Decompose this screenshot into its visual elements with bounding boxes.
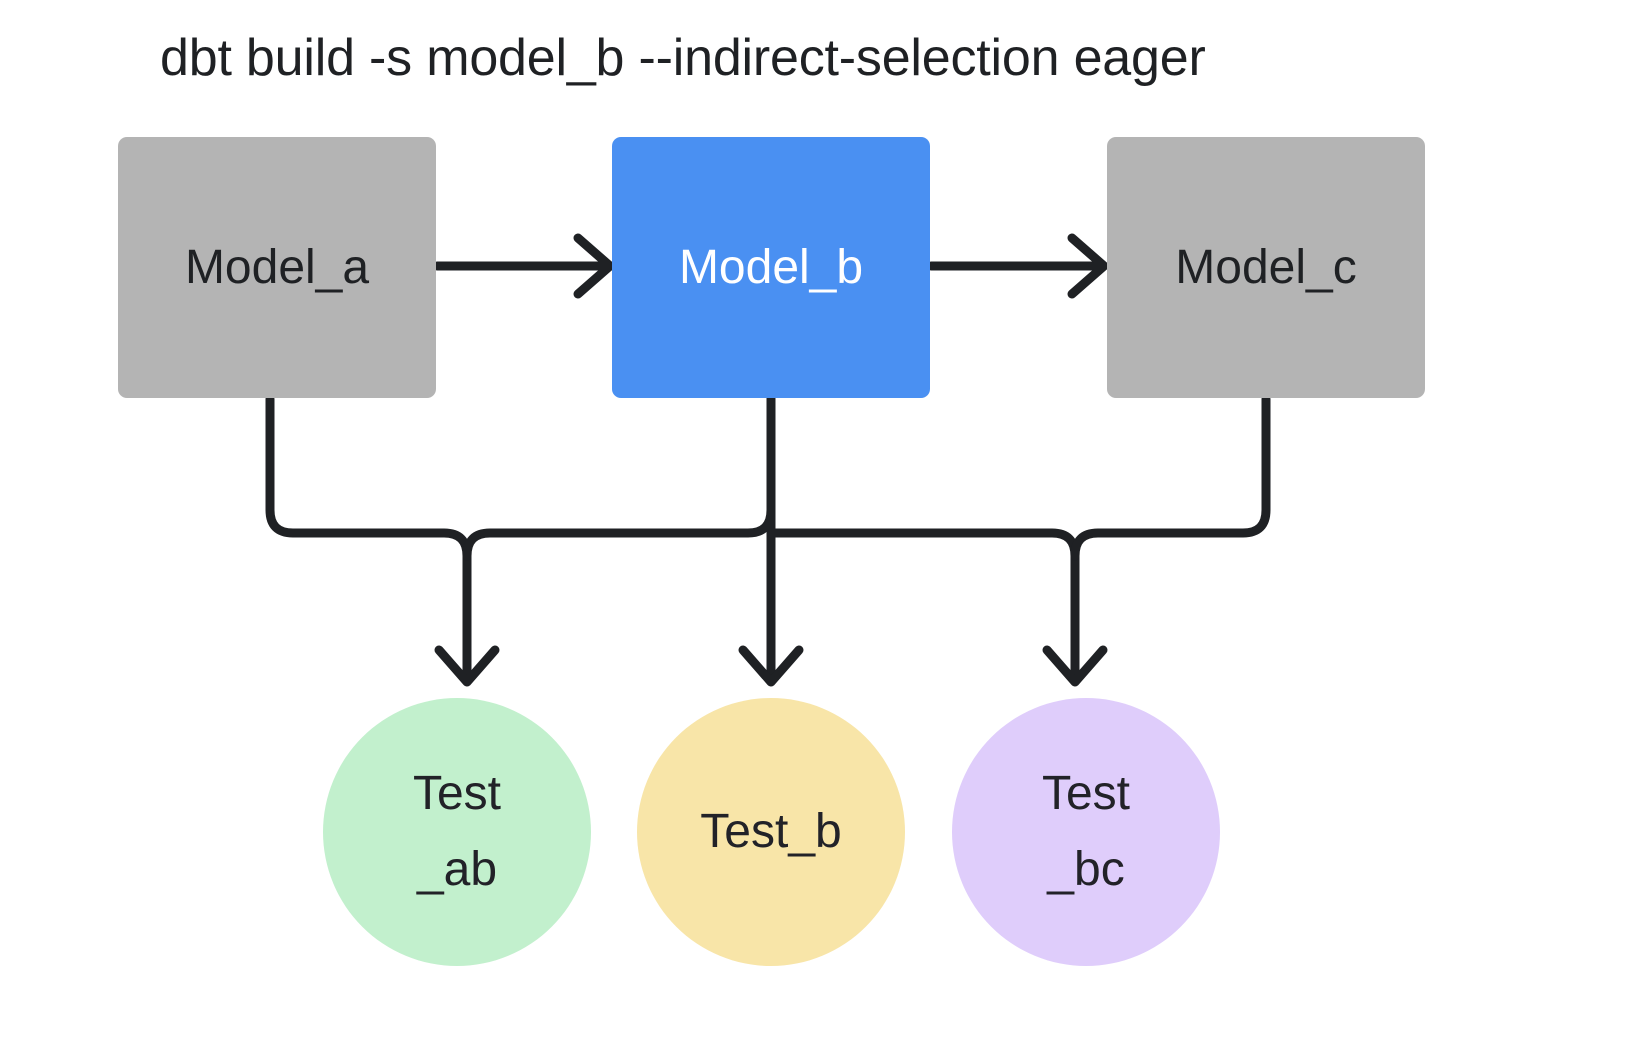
arrowhead-test-bc-in — [1042, 645, 1108, 687]
node-model-b[interactable]: Model_b — [612, 137, 930, 398]
arrowhead-model-c-in — [1067, 233, 1109, 299]
node-model-c-label: Model_c — [1175, 240, 1357, 294]
node-test-bc-label: Test _bc — [1041, 767, 1131, 896]
node-test-ab-label: Test _ab — [412, 767, 502, 896]
arrowhead-test-ab-in — [434, 645, 500, 687]
node-model-c[interactable]: Model_c — [1107, 137, 1425, 398]
node-model-a-label: Model_a — [184, 240, 370, 294]
node-model-a[interactable]: Model_a — [118, 137, 436, 398]
node-model-b-label: Model_b — [678, 240, 864, 294]
arrowhead-test-b-in — [738, 645, 804, 687]
node-test-b-label: Test_b — [700, 805, 842, 858]
edge-model-b-to-test-ab — [462, 394, 776, 561]
page-title: dbt build -s model_b --indirect-selectio… — [160, 29, 1206, 87]
edge-model-c-to-test-bc — [1070, 394, 1271, 561]
edge-model-a-to-test-ab — [265, 394, 472, 683]
arrowhead-model-b-in — [573, 233, 615, 299]
node-test-b[interactable]: Test_b — [637, 698, 905, 966]
edge-model-b-to-test-bc — [766, 528, 1080, 683]
node-test-bc[interactable]: Test _bc — [952, 698, 1220, 966]
node-test-ab[interactable]: Test _ab — [323, 698, 591, 966]
